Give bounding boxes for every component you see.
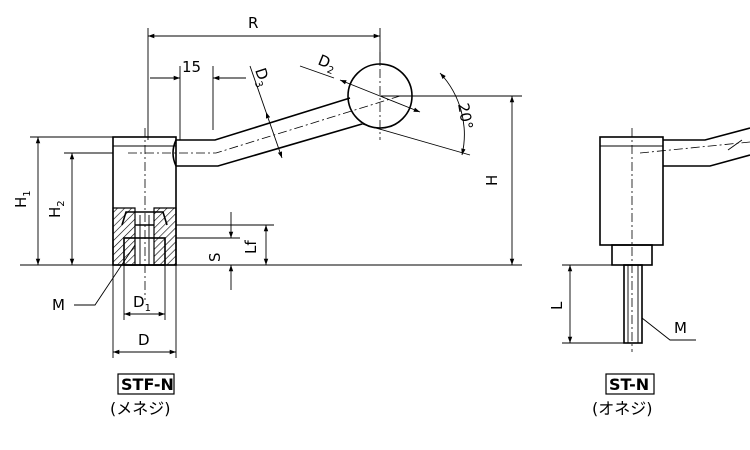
dim-15-label: 15: [182, 58, 201, 76]
dim-lf-label: Lf: [242, 240, 260, 254]
leader-m-right: [641, 317, 696, 341]
dim-d3-line: [265, 111, 283, 159]
right-lever-arm-bottom: [663, 154, 750, 167]
dim-h1-label: H1: [12, 190, 33, 208]
hub-section: [112, 207, 177, 266]
dim-s-label: S: [206, 252, 224, 262]
lever-arm: [172, 97, 363, 167]
right-desc-label: (オネジ): [592, 399, 653, 418]
left-view-female-thread: R 15 D2 D3 20° H H1 H2: [12, 14, 522, 418]
leader-m-left: [74, 244, 136, 306]
dim-d-label: D: [138, 331, 150, 349]
right-view-male-thread: L M ST-N (オネジ): [548, 127, 750, 418]
dim-d1-label: D1: [133, 293, 151, 314]
left-desc-label: (メネジ): [110, 399, 171, 418]
right-lever-arm-top: [663, 127, 750, 141]
dim-m-left-label: M: [52, 296, 65, 314]
dim-angle-label: 20°: [454, 102, 476, 131]
left-model-label: STF-N: [121, 375, 174, 394]
dim-l-label: L: [548, 301, 566, 310]
dim-d2-label: D2: [314, 51, 338, 77]
right-model-label: ST-N: [609, 375, 649, 394]
dim-h2-label: H2: [46, 200, 67, 218]
right-model-box: [605, 373, 655, 395]
dim-r-label: R: [248, 14, 258, 32]
dim-angle-arc: [439, 72, 466, 156]
right-hub-body: [599, 136, 664, 246]
arm-centerline: [128, 95, 401, 154]
threaded-stud: [623, 264, 643, 344]
left-model-box: [117, 373, 175, 395]
dim-h-label: H: [483, 175, 501, 186]
dim-m-right-label: M: [674, 319, 687, 337]
dim-d3-label: D3: [248, 66, 274, 90]
